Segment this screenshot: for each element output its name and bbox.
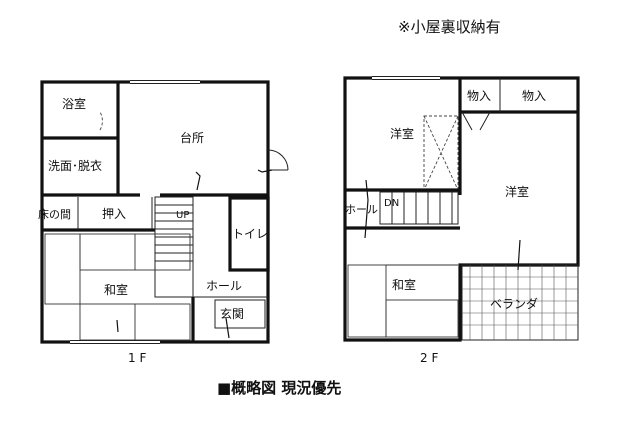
room-washitsu-label: 和室 xyxy=(104,282,128,297)
room-western-1-label: 洋室 xyxy=(390,126,414,141)
veranda-grid xyxy=(461,264,579,341)
room-storage-2-label: 物入 xyxy=(522,89,546,103)
floor-1-label: 1 F xyxy=(128,351,146,365)
room-western-2-label: 洋室 xyxy=(505,184,529,199)
room-hall-label: ホール xyxy=(206,279,242,293)
room-washitsu-2f-label: 和室 xyxy=(392,277,416,292)
room-bath-label: 浴室 xyxy=(62,96,86,111)
stair-up-mark: UP xyxy=(176,210,189,221)
room-hall-2f-label: ホール xyxy=(345,203,378,216)
room-washroom-label: 洗面･脱衣 xyxy=(48,158,102,173)
stair-down-mark: DN xyxy=(384,198,399,209)
floor-2-outer-wall xyxy=(343,76,580,342)
attic-storage-note: ※小屋裏収納有 xyxy=(398,18,501,36)
floor-2-plan: 物入 物入 洋室 洋室 ホール DN 和室 ベランダ 2 F xyxy=(343,76,580,365)
floor-1-plan: 浴室 台所 洗面･脱衣 床の間 押入 UP トイレ 和室 ホール 玄関 1 F xyxy=(38,80,289,365)
room-veranda-label: ベランダ xyxy=(490,296,538,311)
room-closet-label: 押入 xyxy=(102,207,126,221)
room-tokonoma-label: 床の間 xyxy=(38,207,71,221)
room-toilet-label: トイレ xyxy=(232,227,268,241)
caption-title: ■概略図 現況優先 xyxy=(217,379,341,397)
room-entrance-label: 玄関 xyxy=(220,306,244,321)
room-kitchen-label: 台所 xyxy=(180,130,204,145)
floor-2-label: 2 F xyxy=(420,351,438,365)
room-storage-1-label: 物入 xyxy=(467,89,491,103)
